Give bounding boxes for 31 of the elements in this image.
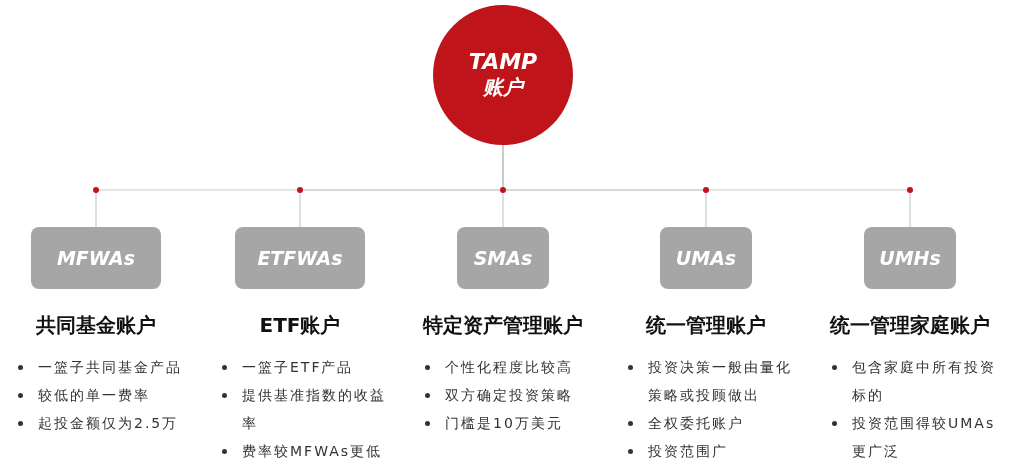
node-title: MFWAs xyxy=(56,247,136,269)
category-box xyxy=(457,227,549,289)
node-subtitle: 账户 xyxy=(483,74,523,101)
category-box xyxy=(864,227,956,289)
account-heading: 特定资产管理账户 xyxy=(421,312,584,339)
feature-text: 投资决策一般由量化策略或投顾做出 xyxy=(648,358,793,405)
feature-text: 一篮子ETF产品 xyxy=(242,358,355,377)
node-title: UMHs xyxy=(879,247,941,269)
feature-text: 起投金额仅为2.5万 xyxy=(38,414,180,433)
feature-text: 一篮子共同基金产品 xyxy=(38,358,183,377)
node-title: TAMP xyxy=(468,49,538,74)
feature-text: 较低的单一费率 xyxy=(38,386,151,405)
node-title: UMAs xyxy=(675,247,737,269)
category-box xyxy=(235,227,365,289)
node-title: SMAs xyxy=(473,247,533,269)
category-box xyxy=(660,227,752,289)
feature-text: 投资范围广 xyxy=(648,442,729,461)
feature-text: 双方确定投资策略 xyxy=(445,386,574,405)
feature-text: 个性化程度比较高 xyxy=(445,358,574,377)
feature-text: 门槛是10万美元 xyxy=(445,414,564,433)
account-heading: 统一管理家庭账户 xyxy=(828,312,991,339)
node-title: ETFWAs xyxy=(257,247,343,269)
feature-text: 提供基准指数的收益率 xyxy=(242,386,387,433)
feature-text: 投资范围得较UMAs更广泛 xyxy=(852,414,997,461)
feature-text: 包含家庭中所有投资标的 xyxy=(852,358,997,405)
feature-text: 全权委托账户 xyxy=(648,414,745,433)
account-heading: 统一管理账户 xyxy=(644,312,767,339)
account-heading: ETF账户 xyxy=(258,312,342,339)
category-box xyxy=(31,227,161,289)
account-heading: 共同基金账户 xyxy=(35,312,157,339)
feature-text: 费率较MFWAs更低 xyxy=(242,442,384,461)
